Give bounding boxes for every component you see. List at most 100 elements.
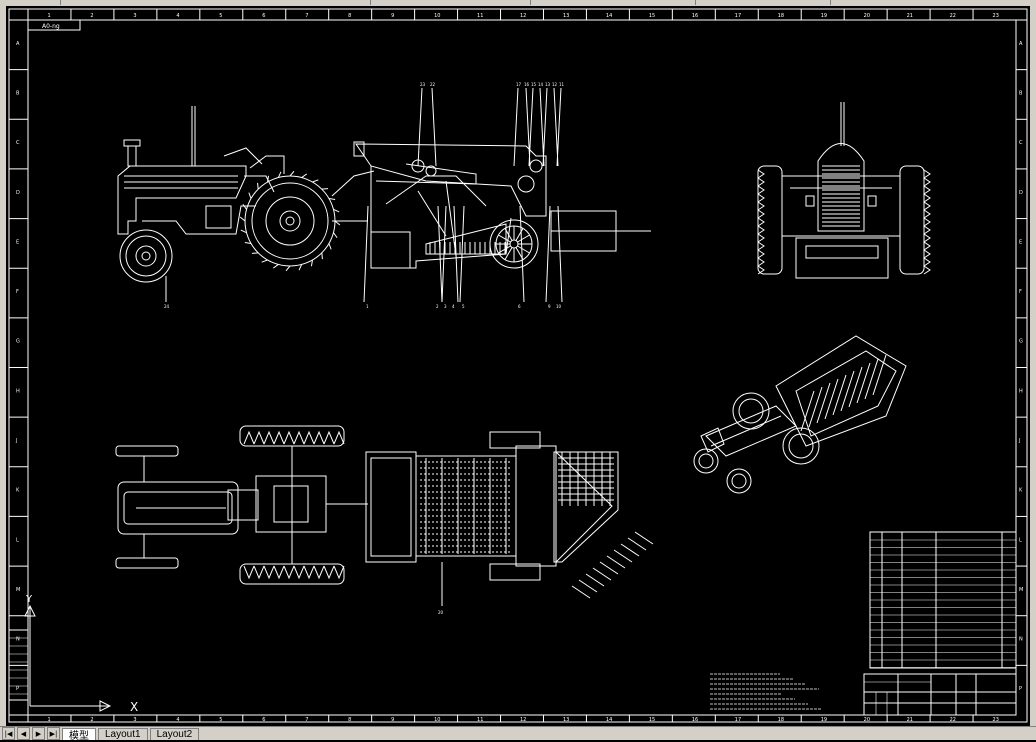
right-scroll-strip[interactable] bbox=[1029, 6, 1036, 726]
zone-number: 21 bbox=[907, 13, 913, 19]
zone-letter: H bbox=[1019, 388, 1023, 394]
tab-layout1[interactable]: Layout1 bbox=[98, 727, 148, 740]
callout-balloon: 10 bbox=[556, 304, 562, 309]
zone-number: 11 bbox=[477, 717, 483, 723]
pickup-rake bbox=[425, 223, 507, 255]
tab-layout2[interactable]: Layout2 bbox=[149, 727, 200, 740]
callout-balloon: 24 bbox=[164, 304, 170, 309]
pickup-wheel bbox=[489, 219, 539, 269]
zone-letter: N bbox=[16, 637, 20, 643]
zone-letter: C bbox=[1019, 140, 1023, 146]
zone-number: 2 bbox=[90, 717, 93, 723]
zone-number: 5 bbox=[219, 13, 222, 19]
zone-number: 11 bbox=[477, 13, 483, 19]
layout-tab-bar: |◀ ◀ ▶ ▶| 模型 Layout1 Layout2 bbox=[0, 726, 1036, 742]
zone-number: 12 bbox=[520, 13, 526, 19]
zone-number: 18 bbox=[778, 13, 784, 19]
callout-balloon: 17 bbox=[516, 82, 522, 87]
rear-tire-plan-top bbox=[239, 425, 345, 447]
next-tab-button[interactable]: ▶ bbox=[32, 727, 45, 740]
zone-number: 21 bbox=[907, 717, 913, 723]
zone-number: 15 bbox=[649, 13, 655, 19]
zone-letter: E bbox=[1019, 239, 1022, 245]
zone-number: 14 bbox=[606, 717, 612, 723]
toolbar-segment[interactable] bbox=[370, 0, 531, 5]
zone-number: 16 bbox=[692, 13, 698, 19]
toolbar-segment[interactable] bbox=[530, 0, 696, 5]
ucs-y-label: Y bbox=[25, 594, 33, 605]
callout-balloon: 6 bbox=[518, 304, 521, 309]
front-view bbox=[757, 102, 931, 279]
callout-balloon: 1 bbox=[366, 304, 369, 309]
zone-letter: N bbox=[1019, 637, 1023, 643]
zone-number: 9 bbox=[391, 717, 394, 723]
zone-number: 4 bbox=[176, 717, 179, 723]
callout-balloon: 12 bbox=[552, 82, 558, 87]
parts-list-table bbox=[869, 531, 1017, 669]
zone-number: 1 bbox=[47, 717, 50, 723]
prev-tab-button[interactable]: ◀ bbox=[17, 727, 30, 740]
zone-letter: K bbox=[16, 488, 20, 494]
zone-number: 10 bbox=[434, 13, 440, 19]
zone-number: 3 bbox=[133, 13, 136, 19]
rear-wheel-outer bbox=[244, 175, 336, 267]
zone-number: 19 bbox=[821, 13, 827, 19]
tab-model[interactable]: 模型 bbox=[62, 727, 96, 742]
zone-letter: C bbox=[16, 140, 20, 146]
zone-number: 8 bbox=[348, 717, 351, 723]
title-stamp: A0-ng bbox=[42, 23, 60, 30]
revision-table bbox=[8, 629, 29, 701]
tractor-side-view: 24 bbox=[117, 106, 375, 309]
zone-number: 12 bbox=[520, 717, 526, 723]
zone-number: 18 bbox=[778, 717, 784, 723]
callout-balloon: 22 bbox=[430, 82, 436, 87]
last-tab-button[interactable]: ▶| bbox=[47, 727, 60, 740]
callout-balloon: 2 bbox=[436, 304, 439, 309]
zone-letter: P bbox=[1019, 686, 1022, 692]
zone-number: 23 bbox=[993, 13, 999, 19]
zone-number: 1 bbox=[47, 13, 50, 19]
rear-tire-plan-bottom bbox=[239, 563, 345, 585]
callout-balloon: 4 bbox=[452, 304, 455, 309]
toolbar-segment[interactable] bbox=[695, 0, 831, 5]
toolbar-segment[interactable] bbox=[60, 0, 371, 5]
zone-number: 17 bbox=[735, 13, 741, 19]
toolbar-segment[interactable] bbox=[830, 0, 1036, 5]
zone-number: 13 bbox=[563, 717, 569, 723]
callout-balloon: 9 bbox=[548, 304, 551, 309]
zone-number: 7 bbox=[305, 717, 308, 723]
zone-letter: H bbox=[16, 388, 20, 394]
sheet-outer-border bbox=[8, 8, 1028, 723]
first-tab-button[interactable]: |◀ bbox=[2, 727, 15, 740]
zone-number: 17 bbox=[735, 717, 741, 723]
callout-balloon: 13 bbox=[545, 82, 551, 87]
callout-balloon: 5 bbox=[462, 304, 465, 309]
title-stamp-box bbox=[27, 19, 81, 31]
zone-letter: F bbox=[1019, 289, 1022, 295]
isometric-view bbox=[693, 335, 907, 494]
toolbar-segment[interactable] bbox=[0, 0, 61, 5]
zone-letter: M bbox=[1019, 587, 1023, 593]
zone-letter: A bbox=[1019, 41, 1023, 47]
zone-letter: D bbox=[1019, 190, 1023, 196]
plan-view: 20 bbox=[115, 425, 654, 615]
zone-number: 16 bbox=[692, 717, 698, 723]
callout-balloon: 14 bbox=[538, 82, 544, 87]
zone-number: 9 bbox=[391, 13, 394, 19]
zone-number: 4 bbox=[176, 13, 179, 19]
zone-number: 7 bbox=[305, 13, 308, 19]
zone-letter: K bbox=[1019, 488, 1023, 494]
zone-number: 10 bbox=[434, 717, 440, 723]
callout-balloon: 11 bbox=[559, 82, 565, 87]
zone-number: 22 bbox=[950, 13, 956, 19]
ucs-x-label: X bbox=[130, 700, 138, 714]
zone-number: 3 bbox=[133, 717, 136, 723]
callout-balloon: 23 bbox=[420, 82, 426, 87]
zone-number: 20 bbox=[864, 717, 870, 723]
zone-letter: L bbox=[1019, 537, 1022, 543]
title-block bbox=[863, 673, 1017, 716]
zone-letter: B bbox=[16, 90, 20, 96]
